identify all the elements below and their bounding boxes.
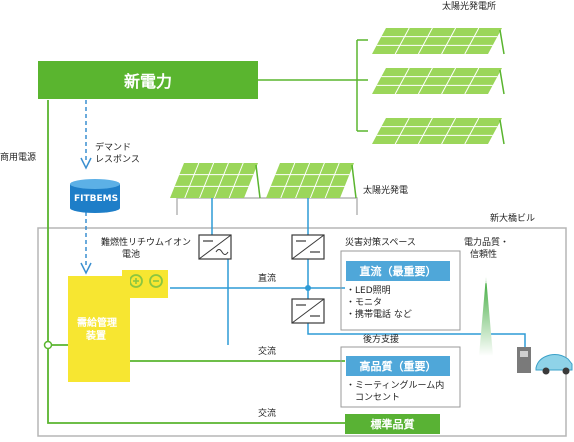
- fitbems-label: FITBEMS: [74, 194, 119, 204]
- hq-item: ・ミーティングルーム内: [346, 381, 445, 391]
- building-frame: [37, 227, 567, 437]
- electric-car-icon: [535, 354, 573, 375]
- hq-box-title: 高品質（重要）: [346, 356, 450, 376]
- junction-node: [43, 340, 53, 350]
- supply-control-label-1: 需給管理: [77, 318, 117, 329]
- demand-response-label-1: デマンド: [95, 143, 132, 153]
- power-company-banner: 新電力: [38, 61, 258, 99]
- power-quality-label-1: 電力品質・: [464, 238, 510, 248]
- dc-item: ・モニタ: [346, 298, 383, 308]
- backup-label: 後方支援: [363, 335, 400, 345]
- power-quality-label-2: 信頼性: [470, 250, 498, 260]
- solar-plant-panel: [372, 117, 505, 145]
- demand-response-label-2: レスポンス: [95, 155, 140, 165]
- ac-label-2: 交流: [258, 409, 277, 419]
- dc-label: 直流: [258, 274, 277, 284]
- battery-label-2: 電池: [122, 250, 141, 260]
- dc-item: ・携帯電話 など: [346, 310, 412, 320]
- commercial-power-label: 商用電源: [0, 153, 37, 163]
- standard-quality-label: 標準品質: [345, 414, 440, 434]
- rooftop-frame: [176, 197, 358, 215]
- disaster-space-label: 災害対策スペース: [345, 238, 416, 248]
- disaster-space-box: [340, 250, 461, 331]
- quality-high-label: 高: [482, 276, 490, 285]
- ev-charger-line: [307, 322, 526, 348]
- dc-item: ・LED照明: [346, 286, 391, 296]
- commercial-power-line: [47, 100, 345, 424]
- inverter-1: [198, 234, 232, 260]
- dc-box-list: ・LED照明 ・モニタ ・携帯電話 など: [346, 285, 412, 321]
- converter-3: [291, 298, 325, 324]
- ev-charger-icon: [517, 347, 531, 373]
- hq-box-list: ・ミーティングルーム内 コンセント: [346, 380, 444, 404]
- rooftop-solar-panel: [170, 162, 261, 199]
- rooftop-solar-label: 太陽光発電: [363, 186, 409, 196]
- solar-plant-label: 太陽光発電所: [442, 2, 497, 12]
- high-quality-box: [340, 346, 461, 408]
- supply-controller-box: [68, 276, 130, 382]
- converter-2: [291, 234, 325, 260]
- solar-plant-panel: [372, 67, 505, 95]
- battery-label-1: 難燃性リチウムイオン: [101, 238, 192, 248]
- fitbems-database-icon: [70, 179, 120, 213]
- quality-gradient: [479, 276, 493, 356]
- dc-junction: [305, 285, 311, 291]
- building-label: 新大橋ビル: [490, 214, 536, 224]
- hq-item: コンセント: [346, 393, 401, 403]
- ac-label-1: 交流: [258, 347, 277, 357]
- solar-plant-panel: [372, 27, 505, 55]
- supply-control-label-2: 装置: [86, 331, 106, 342]
- rooftop-solar-panel: [266, 162, 357, 199]
- dc-box-title: 直流（最重要）: [346, 261, 450, 281]
